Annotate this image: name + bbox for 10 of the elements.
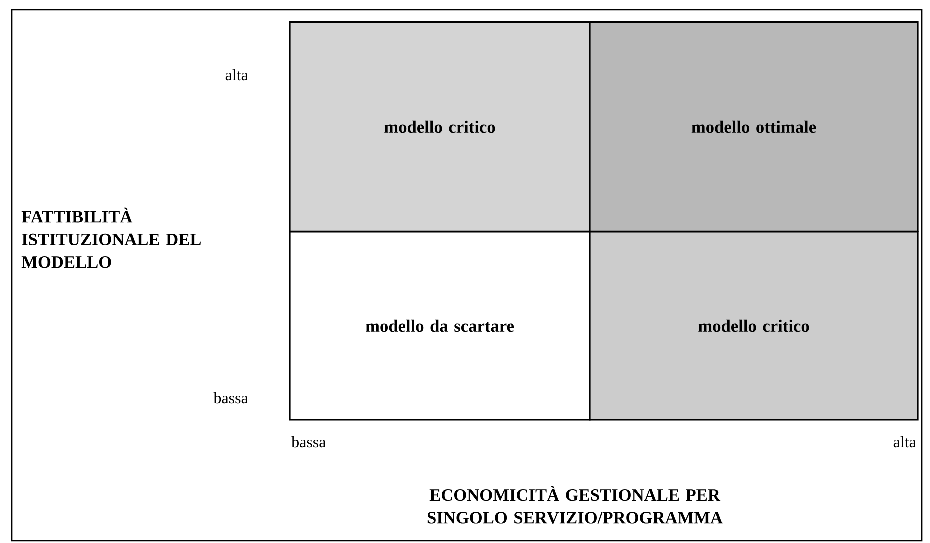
quadrant-box: modello ottimale <box>589 22 919 232</box>
quadrant-box: modello critico <box>589 231 919 421</box>
axis-label: alta <box>226 69 248 81</box>
axis-label: alta <box>894 436 916 448</box>
axis-label: bassa <box>292 436 326 448</box>
axis-title: ECONOMICITÀ GESTIONALE PER SINGOLO SERVIZIO/PROGRAMMA <box>428 486 723 524</box>
axis-label: bassa <box>214 392 248 404</box>
quadrant-box: modello da scartare <box>289 231 591 421</box>
axis-title: FATTIBILITÀ ISTITUZIONALE DEL MODELLO <box>22 208 201 268</box>
quadrant-box: modello critico <box>289 22 591 232</box>
